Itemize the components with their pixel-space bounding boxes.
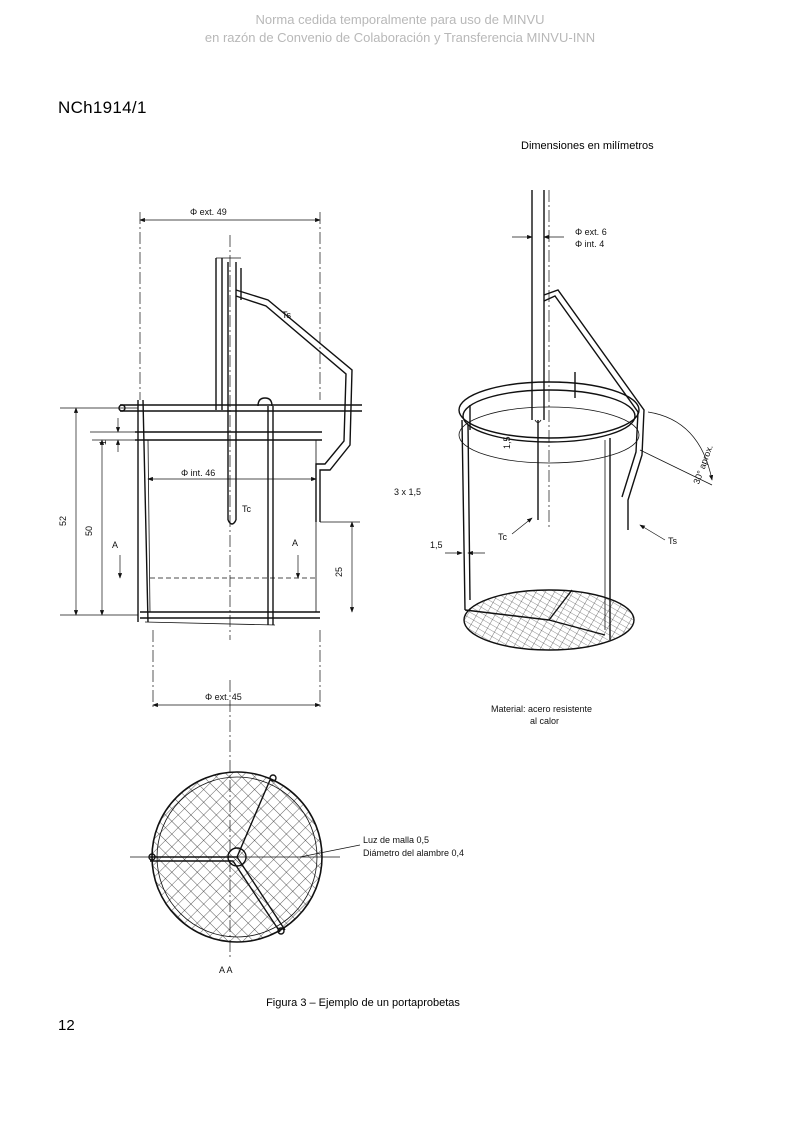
dim-height-50: 50 bbox=[84, 526, 94, 536]
dim-ext-45: Φ ext. 45 bbox=[205, 692, 242, 702]
front-view: Φ ext. 49 Ts Φ int. 46 Tc bbox=[58, 207, 362, 960]
dim-ext-49: Φ ext. 49 bbox=[190, 207, 227, 217]
material-line-1: Material: acero resistente bbox=[491, 704, 592, 714]
material-line-2: al calor bbox=[530, 716, 559, 726]
units-note: Dimensiones en milímetros bbox=[521, 140, 654, 152]
label-tc-front: Tc bbox=[242, 504, 252, 514]
label-ts-front: Ts bbox=[282, 310, 292, 320]
mesh-opening: Luz de malla 0,5 bbox=[363, 835, 429, 845]
dim-wire-count: 3 x 1,5 bbox=[394, 487, 421, 497]
label-tc-perspective: Tc bbox=[498, 532, 508, 542]
page-number: 12 bbox=[58, 1017, 75, 1034]
document-code: NCh1914/1 bbox=[58, 98, 147, 117]
watermark: Norma cedida temporalmente para uso de M… bbox=[0, 11, 800, 47]
watermark-line-1: Norma cedida temporalmente para uso de M… bbox=[255, 12, 545, 27]
watermark-line-2: en razón de Convenio de Colaboración y T… bbox=[204, 30, 596, 45]
section-view: Luz de malla 0,5 Diámetro del alambre 0,… bbox=[130, 771, 464, 975]
section-mark-right: A bbox=[292, 538, 298, 548]
label-ts-perspective: Ts bbox=[668, 536, 678, 546]
dim-tube-ext: Φ ext. 6 bbox=[575, 227, 607, 237]
dim-tube-int: Φ int. 4 bbox=[575, 239, 604, 249]
perspective-view: Φ ext. 6 Φ int. 4 Ts 30° aprox. 3 x 1,5 … bbox=[394, 190, 715, 726]
wire-diameter: Diámetro del alambre 0,4 bbox=[363, 848, 464, 858]
figure-caption: Figura 3 – Ejemplo de un portaprobetas bbox=[266, 997, 460, 1009]
dim-height-25: 25 bbox=[334, 567, 344, 577]
dim-int-46: Φ int. 46 bbox=[181, 468, 215, 478]
section-label: A A bbox=[219, 965, 233, 975]
dim-wire-thickness: 1,5 bbox=[430, 540, 443, 550]
dim-height-52: 52 bbox=[58, 516, 68, 526]
dim-1-5-vertical: 1,5 bbox=[502, 436, 512, 449]
section-mark-left: A bbox=[112, 540, 118, 550]
dim-gap-1: 1 bbox=[98, 440, 108, 445]
dim-angle: 30° aprox. bbox=[691, 443, 714, 485]
